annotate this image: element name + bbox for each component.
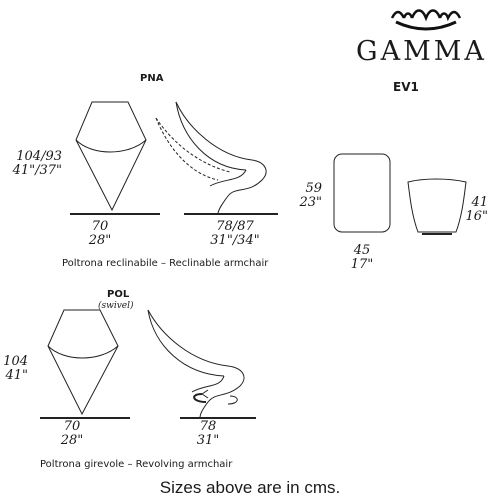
- pna-side-drawing: [155, 101, 278, 215]
- pna-height-in: 41"/37": [12, 163, 62, 178]
- pol-height-cm: 104: [3, 354, 28, 369]
- pol-height-in: 41": [5, 368, 28, 383]
- pna-depth-cm: 78/87: [216, 219, 254, 234]
- brand-name: GAMMA: [356, 36, 487, 67]
- ottoman-width-cm: 45: [353, 243, 371, 258]
- pol-width-in: 28": [60, 433, 84, 448]
- pol-side-drawing: [147, 309, 256, 419]
- ottoman-height-in: 23": [299, 195, 322, 210]
- ottoman-side-height-cm: 41: [471, 195, 488, 210]
- pol-subtitle: (swivel): [98, 301, 134, 311]
- pol-depth-in: 31": [196, 433, 220, 448]
- pna-height-cm: 104/93: [16, 149, 62, 164]
- pna-front-drawing: [70, 101, 160, 215]
- gamma-logo-icon: [390, 9, 462, 31]
- pna-depth-in: 31"/34": [210, 233, 260, 248]
- ottoman-side-drawing: [407, 178, 467, 235]
- pol-caption: Poltrona girevole – Revolving armchair: [40, 459, 233, 470]
- pna-caption: Poltrona reclinabile – Reclinable armcha…: [62, 258, 269, 269]
- pol-title: POL: [107, 289, 130, 300]
- pol-depth-cm: 78: [199, 419, 217, 434]
- footer-note: Sizes above are in cms.: [159, 478, 341, 497]
- pna-width-cm: 70: [91, 219, 109, 234]
- pna-title: PNA: [140, 73, 164, 84]
- ottoman-height-cm: 59: [305, 181, 322, 196]
- ottoman-width-in: 17": [350, 257, 374, 272]
- ottoman-top-drawing: [333, 153, 391, 233]
- ottoman-side-height-in: 16": [465, 209, 488, 224]
- model-code: EV1: [393, 80, 419, 94]
- pna-width-in: 28": [88, 233, 112, 248]
- pol-front-drawing: [40, 309, 130, 419]
- pol-width-cm: 70: [63, 419, 81, 434]
